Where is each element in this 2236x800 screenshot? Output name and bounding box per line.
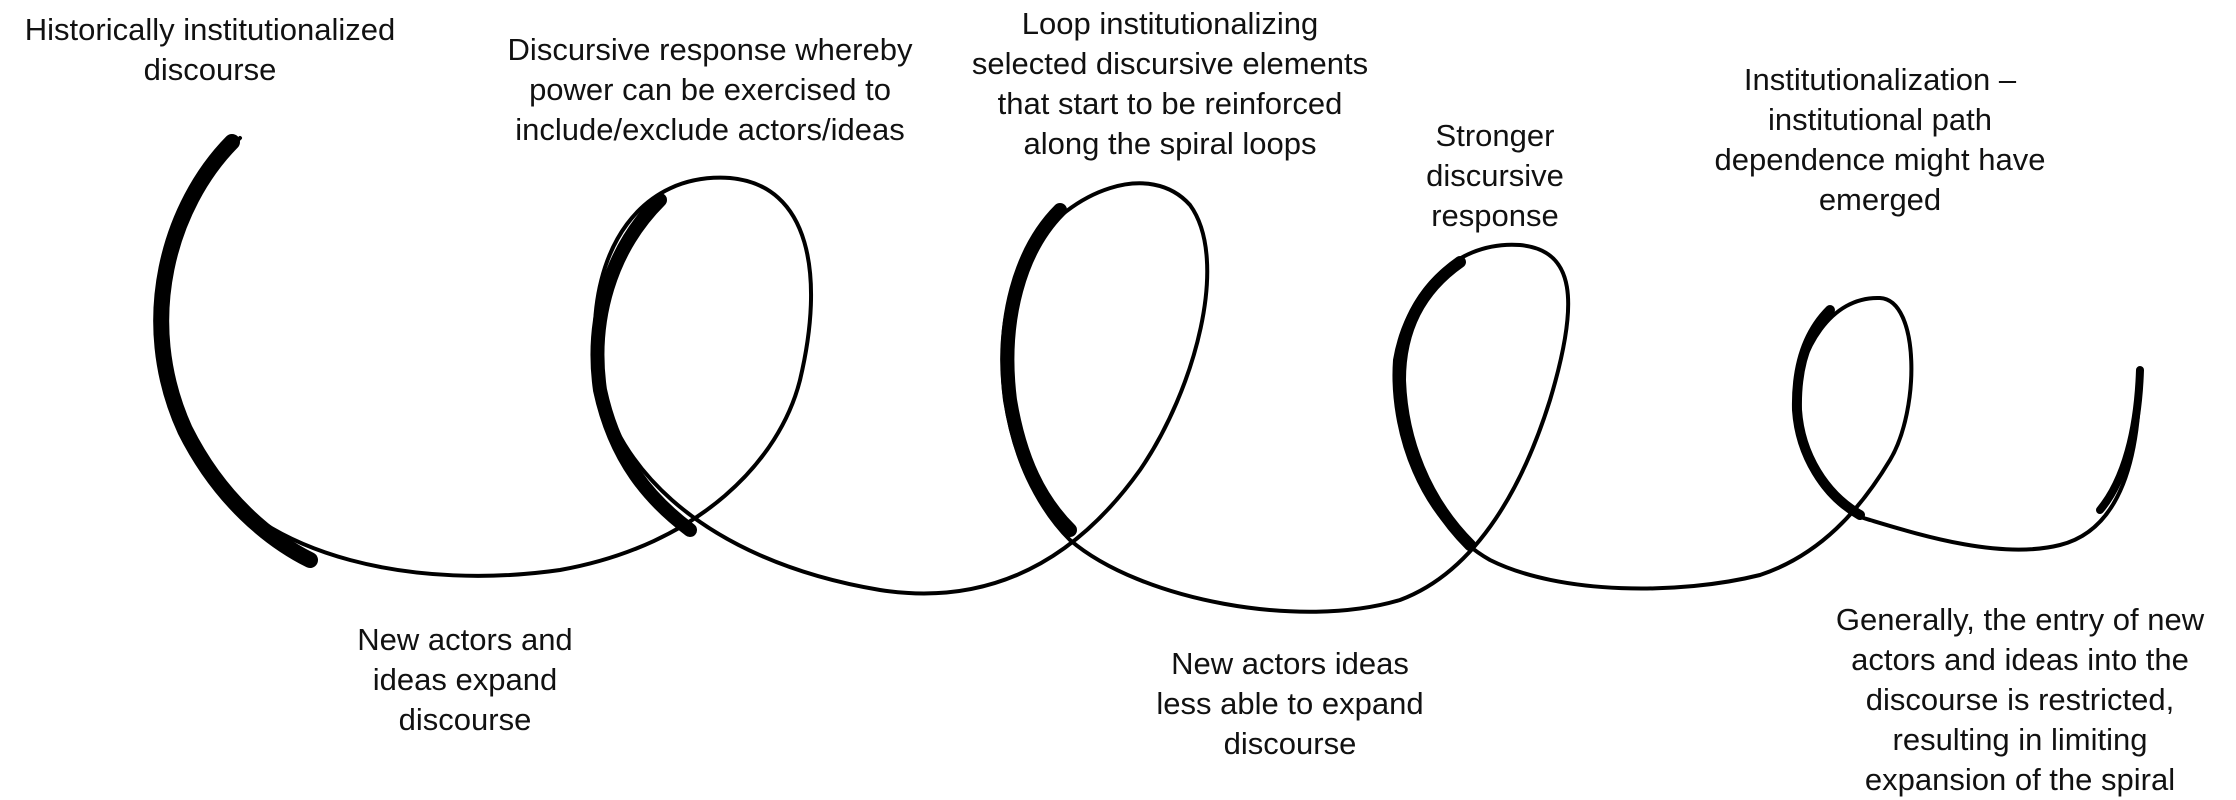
spiral-accent-5 [1797, 310, 1860, 515]
label-generally-restricted: Generally, the entry of new actors and i… [1805, 600, 2235, 800]
label-historically-institutionalized-discourse: Historically institutionalized discourse [0, 10, 420, 90]
label-institutionalization: Institutionalization – institutional pat… [1680, 60, 2080, 220]
label-new-actors-expand: New actors and ideas expand discourse [320, 620, 610, 740]
label-discursive-response: Discursive response whereby power can be… [490, 30, 930, 150]
label-new-actors-less-able: New actors ideas less able to expand dis… [1140, 644, 1440, 764]
label-stronger-discursive-response: Stronger discursive response [1380, 116, 1610, 236]
spiral-accent-1 [161, 142, 310, 560]
spiral-accent-4 [1400, 262, 1470, 545]
spiral-accent-3 [1007, 210, 1070, 530]
label-loop-institutionalizing: Loop institutionalizing selected discurs… [950, 4, 1390, 164]
